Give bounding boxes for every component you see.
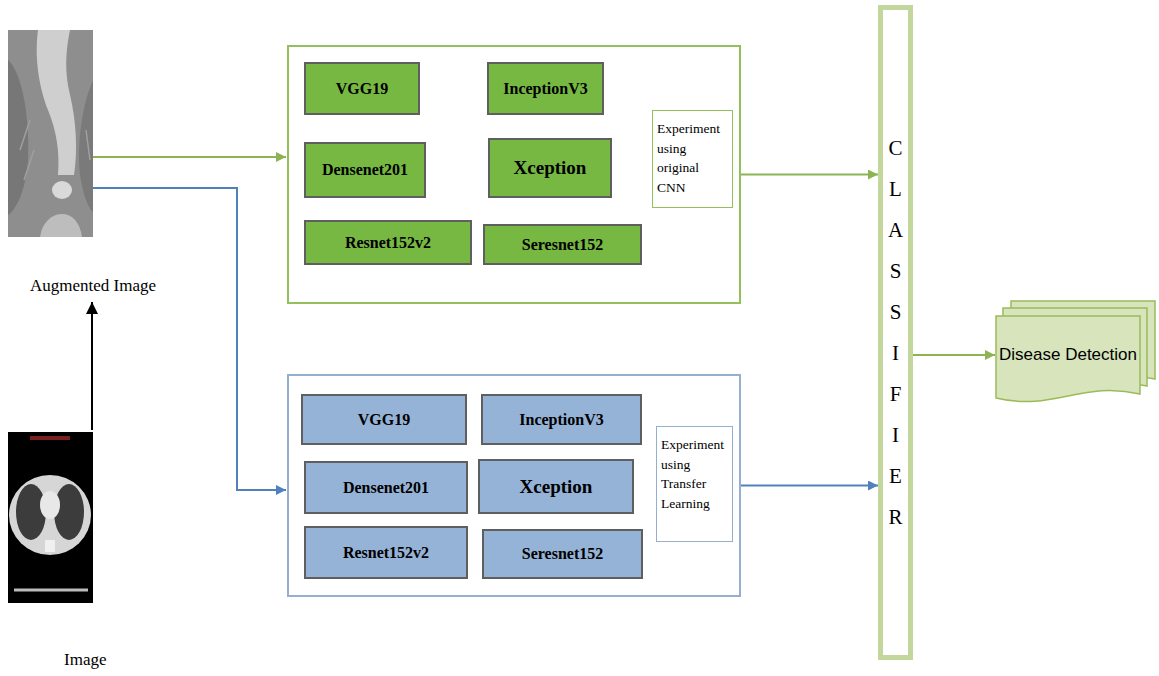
note-text: Experiment using Transfer Learning [661, 435, 728, 513]
image-caption: Image [64, 650, 106, 670]
flow-arrow [741, 174, 878, 176]
model-box: Seresnet152 [482, 529, 643, 579]
note-text: Experiment using original CNN [657, 119, 728, 197]
model-name: InceptionV3 [503, 80, 587, 98]
document-stack: Disease Detection [995, 300, 1157, 408]
model-name: VGG19 [358, 411, 410, 429]
output-label: Disease Detection [999, 345, 1137, 365]
model-name: Seresnet152 [522, 236, 603, 254]
model-name: Xception [514, 157, 587, 179]
model-name: VGG19 [336, 80, 388, 98]
image-caption: Augmented Image [30, 276, 156, 296]
group-box: VGG19 InceptionV3Densenet201 XceptionResne… [287, 45, 741, 304]
model-box: Densenet201 [304, 461, 468, 514]
model-name: Densenet201 [322, 161, 408, 179]
note-box: Experiment using Transfer Learning [656, 426, 733, 542]
ct-image-original [8, 432, 93, 603]
classifier-bar: CLASSIFIER [878, 5, 913, 660]
flow-arrow [741, 485, 878, 487]
augmentation-arrow [91, 302, 93, 430]
model-name: Xception [520, 476, 593, 498]
model-box: Resnet152v2 [304, 526, 468, 579]
image-to-transfer-arrow [93, 188, 286, 490]
note-box: Experiment using original CNN [652, 110, 733, 208]
model-box: InceptionV3 [487, 62, 604, 115]
model-box: Xception [478, 459, 634, 514]
model-name: InceptionV3 [519, 411, 603, 429]
document-sheet [996, 316, 1140, 402]
model-box: InceptionV3 [481, 394, 642, 445]
model-box: VGG19 [304, 62, 420, 115]
model-box: Densenet201 [304, 142, 426, 198]
classifier-label: CLASSIFIER [888, 128, 904, 538]
model-box: Resnet152v2 [304, 220, 472, 265]
model-box: Xception [488, 138, 612, 198]
model-box: VGG19 [301, 394, 467, 445]
flow-arrow [913, 354, 995, 356]
ct-image-augmented [8, 30, 93, 237]
model-name: Resnet152v2 [345, 234, 431, 252]
group-box: VGG19 InceptionV3Densenet201 XceptionResne… [287, 374, 741, 597]
image-to-cnn-arrow [93, 156, 286, 158]
model-name: Densenet201 [343, 479, 429, 497]
model-box: Seresnet152 [483, 224, 642, 265]
model-name: Seresnet152 [522, 545, 603, 563]
model-name: Resnet152v2 [343, 544, 429, 562]
